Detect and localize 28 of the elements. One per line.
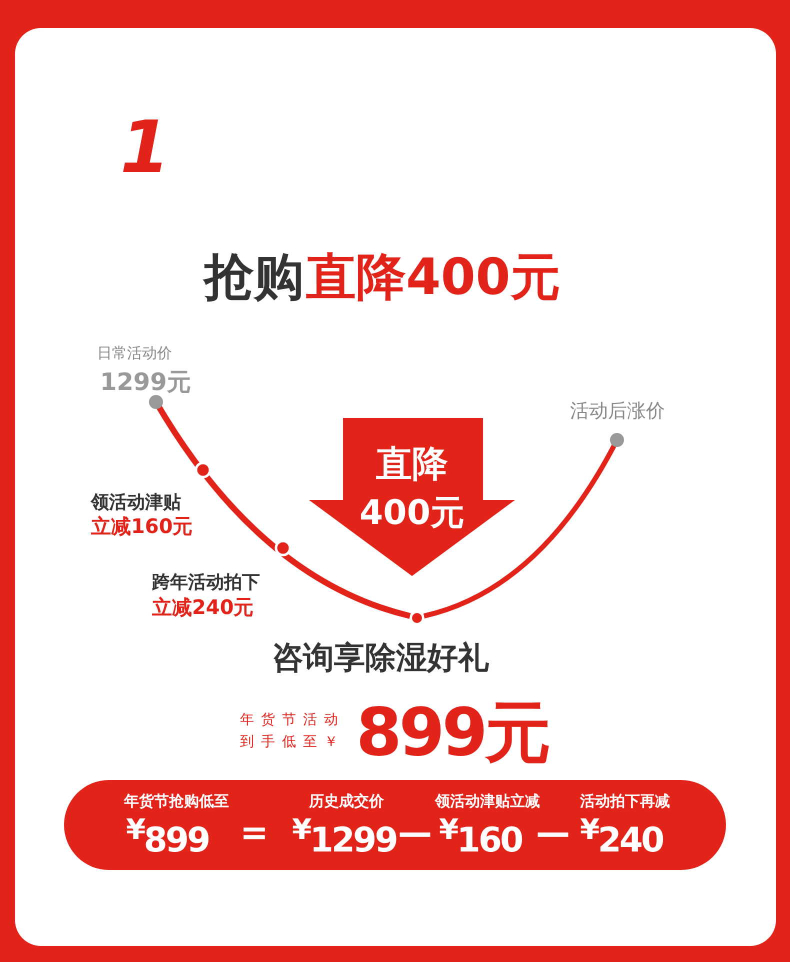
formula-value: $^{¥}$240 [580,813,663,860]
down-arrow [309,418,515,576]
formula-value: $^{¥}$899 [126,813,209,860]
minus-sign: — [536,813,568,853]
price-caption: 到手低至￥ [240,733,345,751]
formula-value: $^{¥}$1299 [292,813,396,860]
big-number: 1 [120,105,170,189]
discount-caption: 跨年活动拍下 [152,571,260,594]
price-caption: 活动后涨价 [570,399,665,424]
formula-caption: 活动拍下再减 [580,792,670,811]
final-price: 899元 [356,693,548,773]
discount-value: 立减240元 [152,594,254,621]
headline: 直降400元 [306,247,560,308]
formula-caption: 领活动津贴立减 [435,792,540,811]
formula-caption: 历史成交价 [309,792,384,811]
discount-value: 立减160元 [91,513,193,540]
arrow-label: 直降 [375,443,449,487]
arrow-label: 400元 [358,492,466,535]
formula-value: $^{¥}$160 [439,813,522,860]
price-caption: 年货节活动 [240,711,345,729]
gift-heading: 咨询享除湿好礼 [272,639,489,678]
price-value: 1299元 [100,367,191,398]
discount-caption: 领活动津贴 [91,491,181,514]
headline: 抢购 [204,247,304,308]
formula-caption: 年货节抢购低至 [124,792,229,811]
price-caption: 日常活动价 [97,344,172,363]
minus-sign: — [398,813,430,853]
equals-sign: = [240,813,266,853]
